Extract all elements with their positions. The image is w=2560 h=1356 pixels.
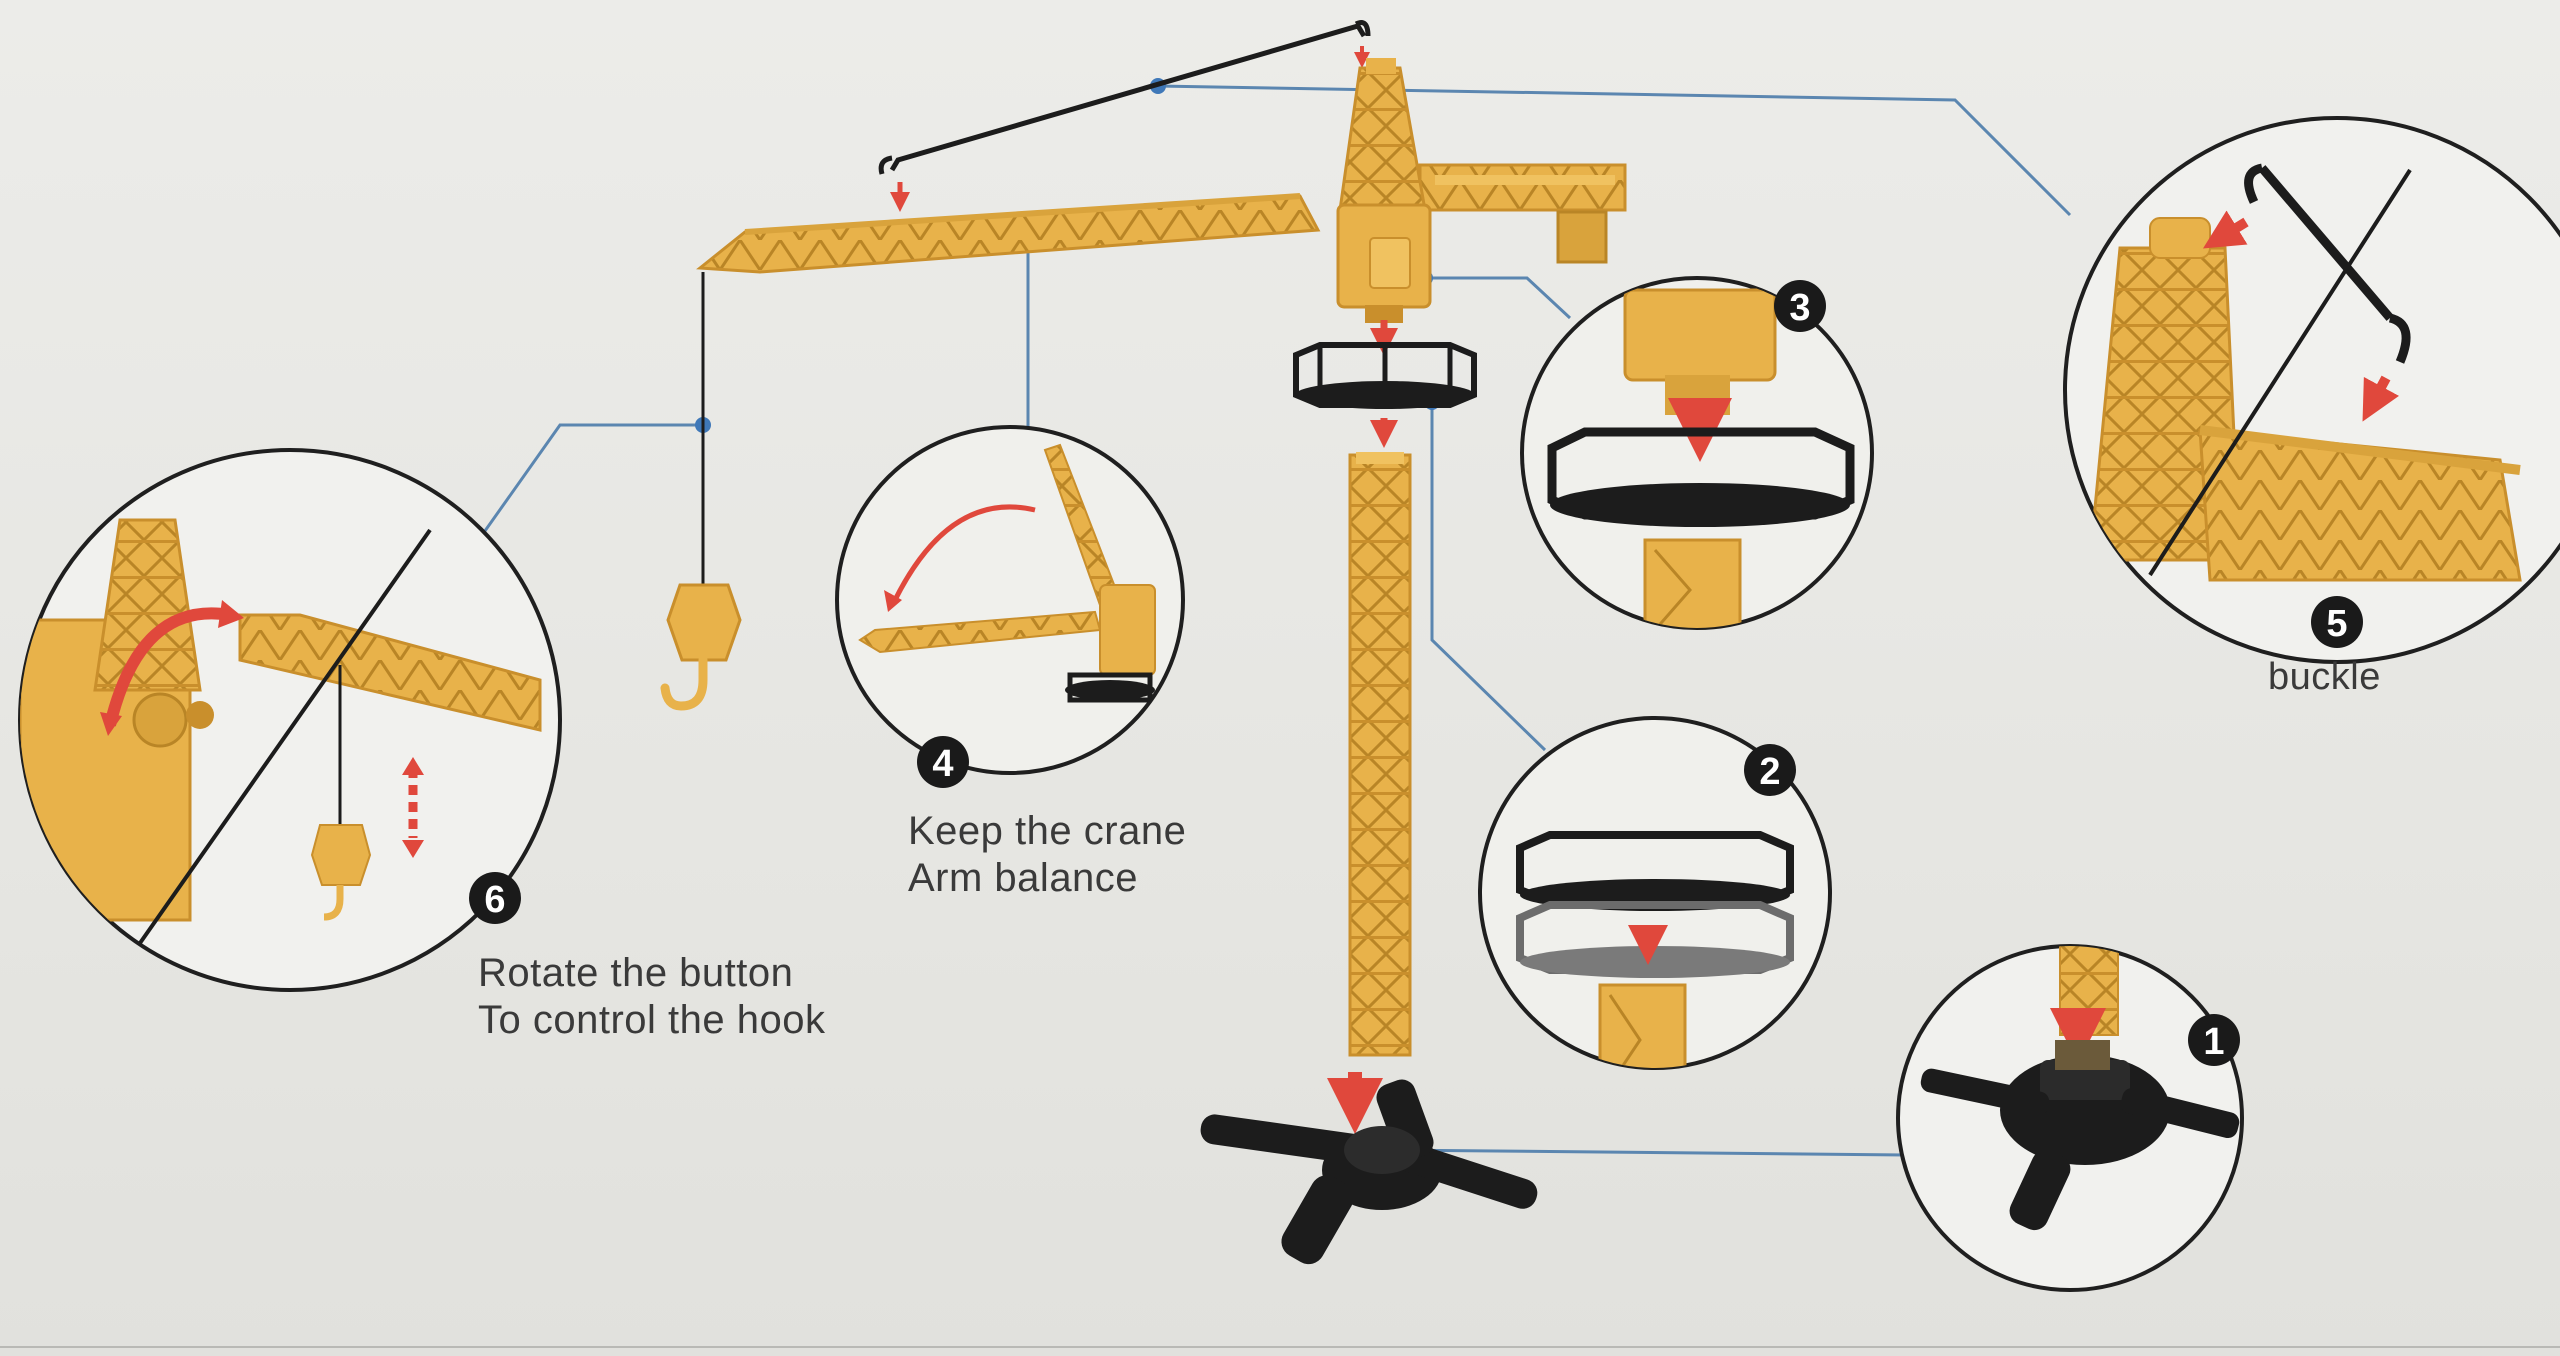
- step-4-detail: 4: [835, 425, 1185, 788]
- crane-platform: [1293, 342, 1477, 409]
- tension-rope: [889, 23, 1367, 172]
- step-6-caption-line-1: Rotate the button: [478, 951, 794, 995]
- counterweight: [1556, 210, 1608, 264]
- step-3-number: 3: [1789, 287, 1810, 329]
- step-3-detail: 3: [1520, 276, 1874, 630]
- main-crane: [660, 20, 1627, 1265]
- step-5-caption: buckle: [2268, 654, 2381, 701]
- step-1-detail: 1: [1896, 944, 2244, 1292]
- leader-line-3: [1425, 276, 1572, 320]
- step-2-number: 2: [1759, 751, 1780, 793]
- step-6-caption-line-2: To control the hook: [478, 998, 826, 1042]
- crane-hook: [660, 583, 742, 711]
- crane-base: [1200, 1079, 1538, 1265]
- step-4-caption-line-1: Keep the crane: [908, 809, 1187, 853]
- leader-lines: [473, 84, 2072, 1157]
- step-2-detail: 2: [1478, 716, 1832, 1070]
- leader-line-1: [1389, 1148, 1906, 1157]
- step-4-caption: Keep the crane Arm balance: [908, 808, 1186, 902]
- leader-line-5: [1157, 84, 2072, 217]
- leader-line-2: [1430, 402, 1547, 752]
- bottom-divider: [0, 1346, 2560, 1348]
- crane-mast: [1348, 452, 1412, 1057]
- step-4-number: 4: [932, 743, 953, 785]
- step-5-caption-line-1: buckle: [2268, 656, 2381, 698]
- counter-jib: [1418, 163, 1627, 212]
- step-5-number: 5: [2326, 603, 2347, 645]
- step-5-detail: 5: [2063, 116, 2560, 664]
- step-6-number: 6: [484, 879, 505, 921]
- step-1-number: 1: [2203, 1021, 2224, 1063]
- step-6-caption: Rotate the button To control the hook: [478, 950, 826, 1044]
- crane-jib: [696, 194, 1321, 274]
- step-4-caption-line-2: Arm balance: [908, 856, 1139, 900]
- step-6-detail: 6: [18, 448, 562, 992]
- leader-line-6: [473, 423, 703, 546]
